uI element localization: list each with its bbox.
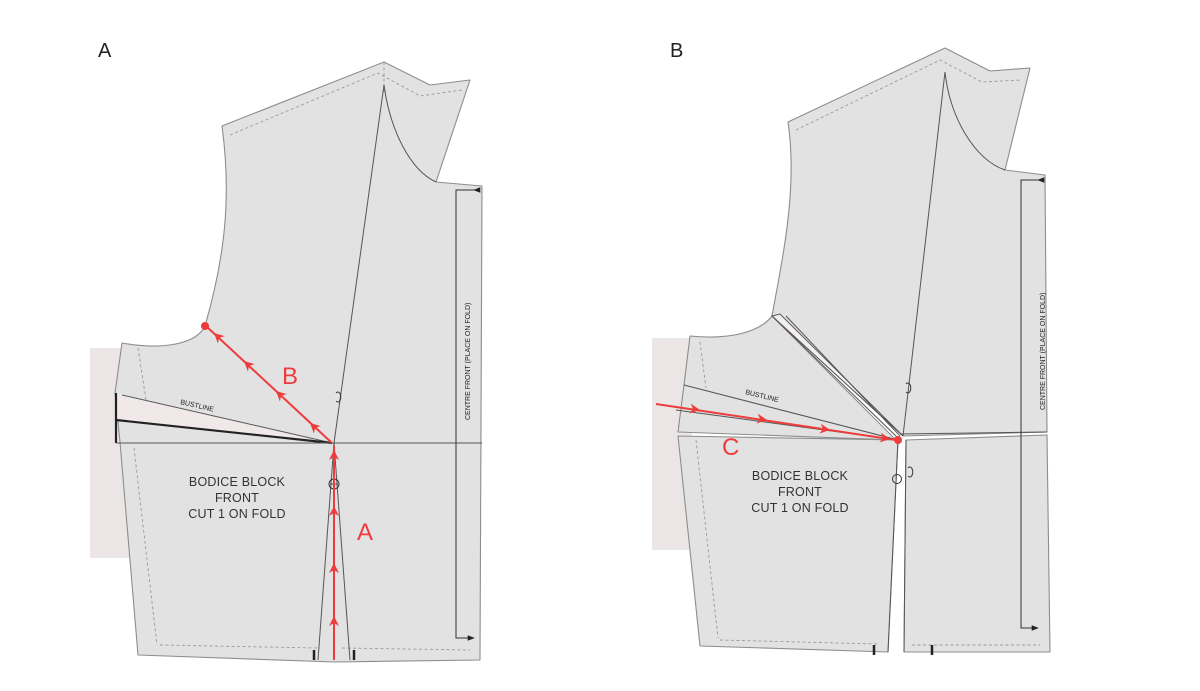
neckline-a [383, 84, 437, 183]
red-arrowhead-c-4 [879, 432, 890, 443]
red-arrowhead-b-1 [310, 423, 321, 434]
red-arrowhead-a-1 [329, 616, 339, 626]
bodice-piece-a [114, 61, 483, 663]
side-seam-lower-a [133, 447, 158, 646]
piece-label-line2-a: FRONT [215, 491, 259, 505]
centre-front-label-b: CENTRE FRONT (PLACE ON FOLD) [1040, 293, 1047, 410]
piece-label-line1-a: BODICE BLOCK [189, 475, 286, 489]
red-arrowhead-c-1 [689, 403, 700, 414]
centre-front-line-a [455, 187, 481, 641]
red-arrowhead-b-3 [244, 361, 255, 372]
waist-seam-right-a [341, 647, 471, 651]
bodice-side-b [677, 315, 897, 441]
bodice-lower-right-b [903, 434, 1051, 653]
red-arrowhead-c-2 [756, 413, 767, 424]
red-label-b: B [282, 363, 298, 390]
waist-seam-b [719, 639, 879, 645]
bodice-upper-b [771, 47, 1048, 437]
bust-point-circle-b-right [907, 466, 914, 478]
red-label-a: A [357, 519, 373, 546]
shoulder-guide-b [902, 71, 946, 437]
shoulder-seam-b [795, 59, 1023, 131]
red-arrowhead-a-4 [329, 450, 339, 460]
dart-leg-upper2-b [785, 315, 901, 437]
piece-label-line3-a: CUT 1 ON FOLD [188, 507, 286, 521]
dart-leg-a [115, 418, 333, 445]
balance-mark-a [335, 391, 342, 403]
shoulder-seam-a [229, 72, 463, 136]
red-arrowhead-a-2 [329, 563, 339, 573]
red-point-c [894, 436, 902, 444]
bust-point-circle-b-left [892, 474, 902, 484]
balance-mark-b [905, 382, 912, 394]
waist-dart-left-b [887, 439, 899, 653]
panel-b-letter: B [670, 40, 683, 62]
waist-seam-a [159, 644, 319, 649]
centre-front-line-b [1020, 177, 1045, 631]
bustline-upper-a [121, 394, 333, 444]
red-arrowhead-b-2 [276, 391, 287, 402]
side-seam-lower-b [695, 439, 719, 639]
red-label-c: C [722, 434, 739, 461]
red-arrowhead-c-3 [819, 423, 830, 434]
waist-dart-left-a [317, 442, 335, 661]
red-point-b [201, 322, 209, 330]
panel-a-letter: A [98, 40, 112, 62]
panel-b: B [652, 40, 1051, 655]
piece-label-line2-b: FRONT [778, 485, 822, 499]
centre-front-label-a: CENTRE FRONT (PLACE ON FOLD) [465, 303, 472, 420]
panel-a: A BUSTLINE [90, 40, 483, 663]
waist-dart-right-b [903, 439, 907, 653]
horizontal-line-b [899, 431, 1048, 435]
red-arrowhead-a-3 [329, 506, 339, 516]
side-seam-upper-b [699, 341, 707, 389]
neckline-b [944, 71, 1006, 171]
red-arrowhead-b-4 [214, 333, 225, 344]
bustline-line-b [683, 384, 899, 441]
waist-dart-right-a [333, 442, 351, 661]
shoulder-guide-a [333, 84, 385, 444]
piece-label-line1-b: BODICE BLOCK [752, 469, 849, 483]
dart-leg-upper-b [771, 315, 899, 439]
piece-label-line3-b: CUT 1 ON FOLD [751, 501, 849, 515]
